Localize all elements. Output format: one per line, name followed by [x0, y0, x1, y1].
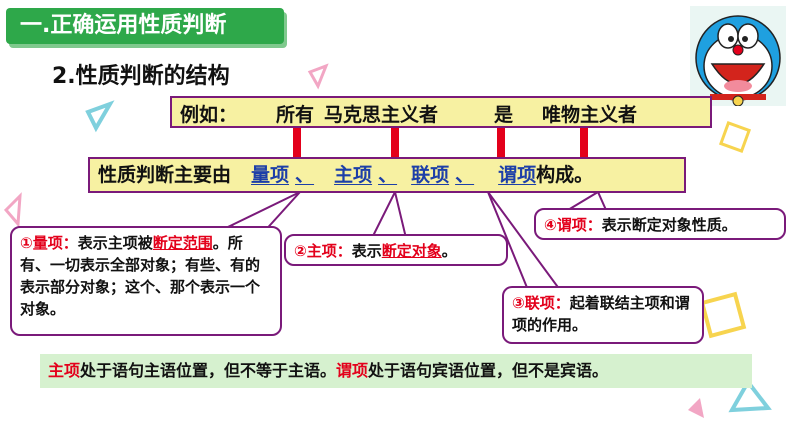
note-subject: ②主项：表示断定对象。	[284, 234, 508, 266]
connector-subject	[391, 128, 399, 158]
note-marker: ②	[294, 242, 307, 260]
note-marker: ④	[544, 216, 557, 234]
note-predicate: ④谓项：表示断定对象性质。	[534, 208, 786, 240]
note-text: 。	[441, 242, 457, 260]
term-copula: 联项	[411, 164, 450, 186]
note-term: 主项：	[306, 242, 352, 260]
square-outline-decoration	[699, 291, 747, 339]
triangle-outline-decoration	[85, 100, 115, 133]
note-quantity: ①量项：表示主项被断定范围。所有、一切表示全部对象；有些、有的表示部分对象；这个…	[10, 226, 282, 336]
connector-quantity	[293, 128, 301, 158]
summary-text: 处于语句宾语位置，但不是宾语。	[368, 361, 609, 380]
summary-box: 主项处于语句主语位置，但不等于主语。谓项处于语句宾语位置，但不是宾语。	[40, 354, 752, 388]
note-text: 表示断定对象性质。	[601, 216, 737, 234]
note-highlight: 断定范围	[152, 234, 213, 252]
note-copula: ③联项：起着联结主项和谓项的作用。	[502, 286, 704, 344]
connector-predicate	[580, 128, 588, 158]
section-title: 一.正确运用性质判断	[6, 8, 284, 44]
summary-term-predicate: 谓项	[336, 361, 369, 380]
separator: 、	[295, 164, 315, 186]
note-term: 量项：	[32, 234, 78, 252]
example-label: 例如：	[180, 104, 238, 126]
example-box: 例如： 所有 马克思主义者 是 唯物主义者	[170, 96, 712, 128]
separator: 、	[455, 164, 475, 186]
doraemon-mascot	[690, 6, 786, 106]
triangle-outline-decoration	[307, 63, 329, 90]
separator: 、	[378, 164, 398, 186]
note-text: 。所有、一切表示全部对象；有些、有的表示部分对象；这个、那个表示一个对象。	[20, 234, 261, 318]
example-subject: 马克思主义者	[324, 104, 439, 126]
summary-term-subject: 主项	[48, 361, 81, 380]
triangle-outline-decoration	[728, 378, 772, 413]
note-highlight: 断定对象	[381, 242, 442, 260]
note-marker: ③	[512, 294, 525, 312]
example-predicate: 唯物主义者	[542, 104, 638, 126]
note-text: 表示主项被	[77, 234, 153, 252]
triangle-outline-decoration	[688, 398, 704, 418]
composition-suffix: 构成。	[536, 164, 594, 186]
composition-box: 性质判断主要由量项、主项、联项、谓项构成。	[88, 157, 686, 193]
note-term: 谓项：	[556, 216, 602, 234]
triangle-outline-decoration	[3, 192, 22, 228]
term-quantity: 量项	[251, 164, 290, 186]
summary-text: 处于语句主语位置，但不等于主语。	[80, 361, 337, 380]
example-copula: 是	[494, 104, 514, 126]
note-text: 起着联结主项和谓项的作用。	[512, 294, 690, 334]
pointer-subject	[370, 189, 408, 239]
connector-copula	[497, 128, 505, 158]
subtitle: 2.性质判断的结构	[52, 64, 230, 89]
note-marker: ①	[20, 234, 33, 252]
example-quantifier: 所有	[276, 104, 315, 126]
composition-prefix: 性质判断主要由	[98, 164, 232, 186]
term-predicate: 谓项	[498, 164, 537, 186]
note-term: 联项：	[524, 294, 570, 312]
note-text: 表示	[351, 242, 382, 260]
term-subject: 主项	[334, 164, 373, 186]
square-outline-decoration	[718, 120, 752, 154]
